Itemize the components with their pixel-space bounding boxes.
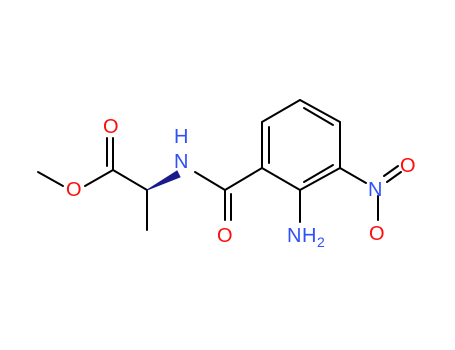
atom-labels: O O H N O N H 2 N O O [66,116,416,250]
ring-double-2 [303,107,334,126]
bond-nitro-o-upper-a [383,165,399,177]
bond-ring-nitro [339,167,367,184]
amine-subscript-label: 2 [317,234,325,250]
bond-methyl-ester-o [37,171,64,187]
bond-amide-c-ring [224,167,263,191]
bond-amide-n-c [194,171,226,191]
ring-bond-3 [299,99,341,123]
ester-ether-oxygen-label: O [66,179,82,201]
amide-hydrogen-label: H [174,126,188,148]
bonds [37,99,402,231]
ring-bond-6 [261,167,301,191]
stereo-wedge-bond [146,170,181,191]
amine-hydrogen-label: H [302,225,316,247]
ring-bond-2 [261,99,301,123]
ester-carbonyl-oxygen-label: O [103,116,119,138]
nitro-lower-oxygen-label: O [369,223,385,245]
ring-bond-5 [299,167,341,191]
ring-double-3 [303,164,334,183]
bond-nitro-o-upper-b [386,171,402,183]
bond-carbonyl-alpha [112,169,148,191]
nitro-upper-oxygen-label: O [400,155,416,177]
amide-carbonyl-oxygen-label: O [217,225,233,247]
amide-nitrogen-label: N [174,151,188,173]
nitro-nitrogen-label: N [368,179,382,201]
amine-nitrogen-label: N [287,225,301,247]
bond-ester-o-carbonyl-c [84,169,114,187]
